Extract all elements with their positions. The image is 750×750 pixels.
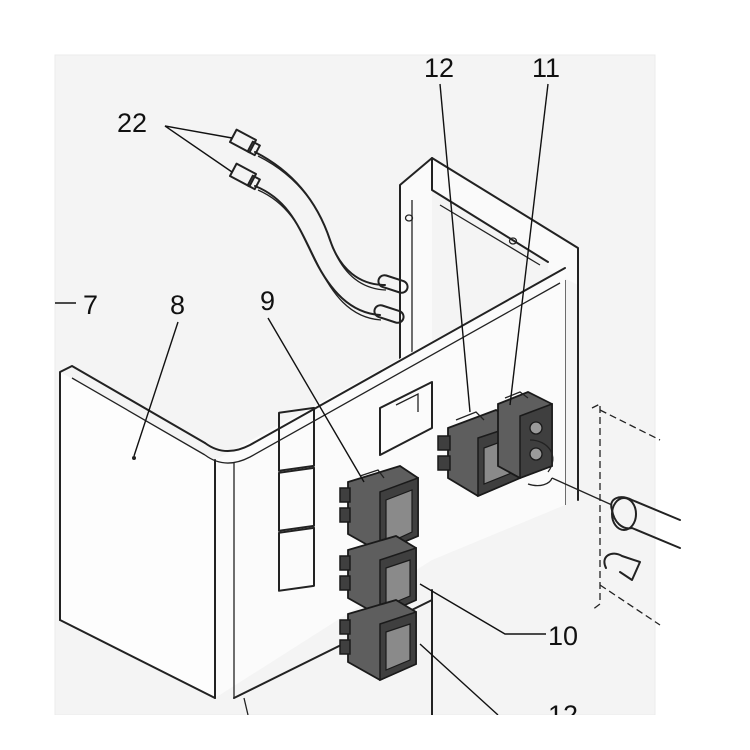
leader-8	[133, 321, 179, 457]
switch-cutout	[278, 406, 315, 472]
callout-11: 11	[532, 53, 560, 83]
callout-22: 22	[117, 108, 147, 138]
callout-9: 9	[260, 286, 275, 316]
switch-cutout	[278, 466, 315, 532]
rocker-switch-10	[339, 535, 417, 618]
terminal-switch-11	[497, 391, 554, 487]
switch-cutout	[278, 526, 315, 592]
bottom-crop-mask	[0, 715, 750, 750]
wire-connector-top	[229, 128, 261, 157]
leader-22	[164, 125, 233, 173]
mounting-hole	[508, 237, 518, 245]
leader-9	[267, 317, 365, 483]
callout-8: 8	[170, 290, 185, 320]
leader-10	[419, 583, 546, 635]
panel-cutouts	[278, 381, 433, 592]
leader-12-bottom	[419, 643, 499, 716]
wire-leads	[229, 128, 409, 324]
wire-terminal-top	[377, 274, 409, 294]
callout-labels: 7 8 9 10 11 12 12 22	[83, 53, 578, 730]
leader-lines	[133, 83, 549, 716]
bottom-label-clip	[540, 716, 600, 750]
callout-7: 7	[83, 290, 98, 320]
wire-terminal-bottom	[373, 304, 405, 324]
leader-12-top	[439, 83, 471, 413]
rocker-switch-9	[339, 465, 419, 554]
switch-cutout-back	[379, 381, 433, 456]
rocker-switch-12-lower	[339, 599, 417, 682]
mounting-hole	[404, 214, 414, 222]
leader-11	[509, 83, 549, 406]
cable-gland	[551, 402, 681, 626]
wire-connector-bottom	[229, 162, 261, 191]
callout-12-top: 12	[424, 53, 454, 83]
callout-10: 10	[548, 621, 578, 651]
